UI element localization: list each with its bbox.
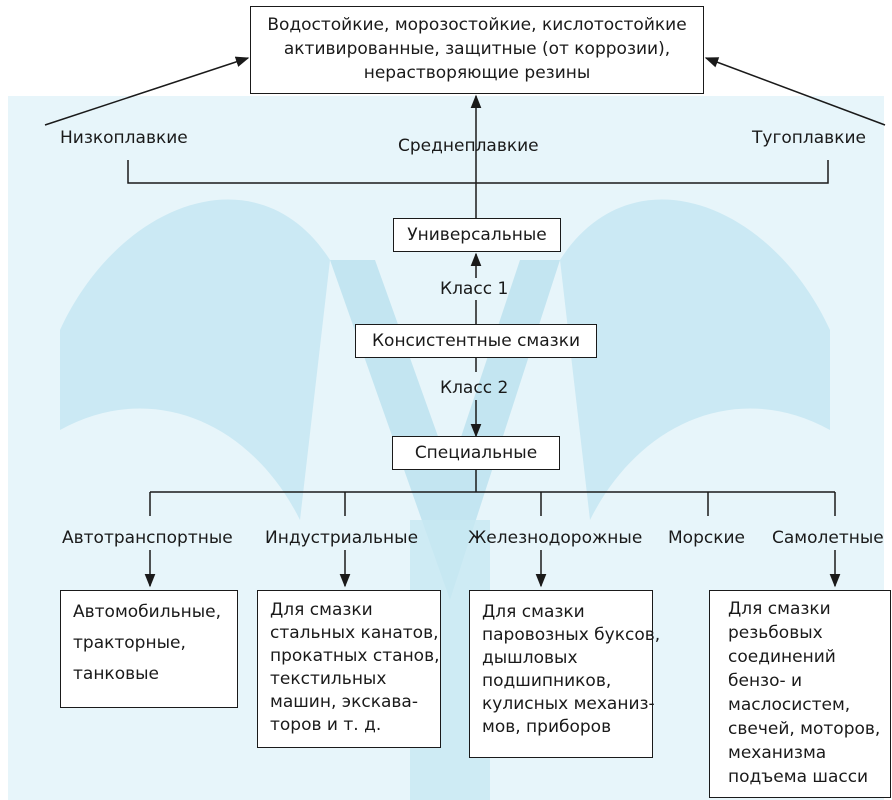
- resins-line-3: нерастворяющие резины: [363, 63, 591, 83]
- category-automotive: Автотранспортные: [62, 528, 233, 548]
- resins-box: Водостойкие, морозостойкие, кислотостойк…: [250, 6, 704, 94]
- aircraft-line-5: маслосистем,: [728, 695, 851, 715]
- class-2-label: Класс 2: [440, 378, 509, 398]
- aircraft-line-1: Для смазки: [728, 599, 831, 619]
- industrial-line-4: текстильных: [270, 669, 387, 689]
- resins-line-1: Водостойкие, морозостойкие, кислотостойк…: [267, 15, 687, 35]
- aircraft-line-7: механизма: [728, 743, 827, 763]
- consistent-greases-label: Консистентные смазки: [371, 331, 581, 351]
- category-railway: Железнодорожные: [468, 528, 643, 548]
- aircraft-line-8: подъема шасси: [728, 767, 869, 787]
- aircraft-line-3: соединений: [728, 647, 836, 667]
- category-industrial: Индустриальные: [265, 528, 419, 548]
- consistent-greases-box: Консистентные смазки: [355, 324, 597, 358]
- special-box: Специальные: [392, 436, 560, 470]
- high-melting-label: Тугоплавкие: [752, 128, 866, 148]
- class-1-label: Класс 1: [440, 279, 509, 299]
- railway-line-1: Для смазки: [482, 602, 585, 622]
- category-marine: Морские: [668, 528, 745, 548]
- resins-line-2: активированные, защитные (от коррозии),: [283, 39, 671, 59]
- industrial-line-1: Для смазки: [270, 600, 373, 620]
- automotive-line-3: танковые: [73, 664, 160, 684]
- aircraft-greases-box: Для смазки резьбовых соединений бензо- и…: [709, 590, 891, 798]
- railway-line-2: паровозных буксов,: [482, 625, 661, 645]
- universal-label: Универсальные: [407, 225, 547, 245]
- industrial-line-5: машин, экскава-: [270, 692, 418, 712]
- automotive-line-1: Автомобильные,: [73, 602, 221, 622]
- low-melting-label: Низкоплавкие: [60, 128, 188, 148]
- railway-line-5: кулисных механиз-: [482, 694, 655, 714]
- industrial-line-2: стальных канатов,: [270, 623, 439, 643]
- medium-melting-label: Среднеплавкие: [398, 136, 539, 156]
- railway-greases-box: Для смазки паровозных буксов, дышловых п…: [469, 590, 661, 758]
- industrial-line-3: прокатных станов,: [270, 646, 440, 666]
- aircraft-line-2: резьбовых: [728, 623, 823, 643]
- automotive-line-2: тракторные,: [73, 633, 186, 653]
- aircraft-line-6: свечей, моторов,: [728, 719, 881, 739]
- railway-line-6: мов, приборов: [482, 717, 612, 737]
- industrial-greases-box: Для смазки стальных канатов, прокатных с…: [257, 590, 441, 748]
- universal-box: Универсальные: [393, 218, 561, 252]
- special-label: Специальные: [414, 443, 538, 463]
- category-aircraft: Самолетные: [772, 528, 884, 548]
- aircraft-line-4: бензо- и: [728, 671, 803, 691]
- railway-line-3: дышловых: [482, 648, 578, 668]
- railway-line-4: подшипников,: [482, 671, 612, 691]
- automotive-greases-box: Автомобильные, тракторные, танковые: [60, 590, 238, 708]
- industrial-line-6: торов и т. д.: [270, 715, 382, 735]
